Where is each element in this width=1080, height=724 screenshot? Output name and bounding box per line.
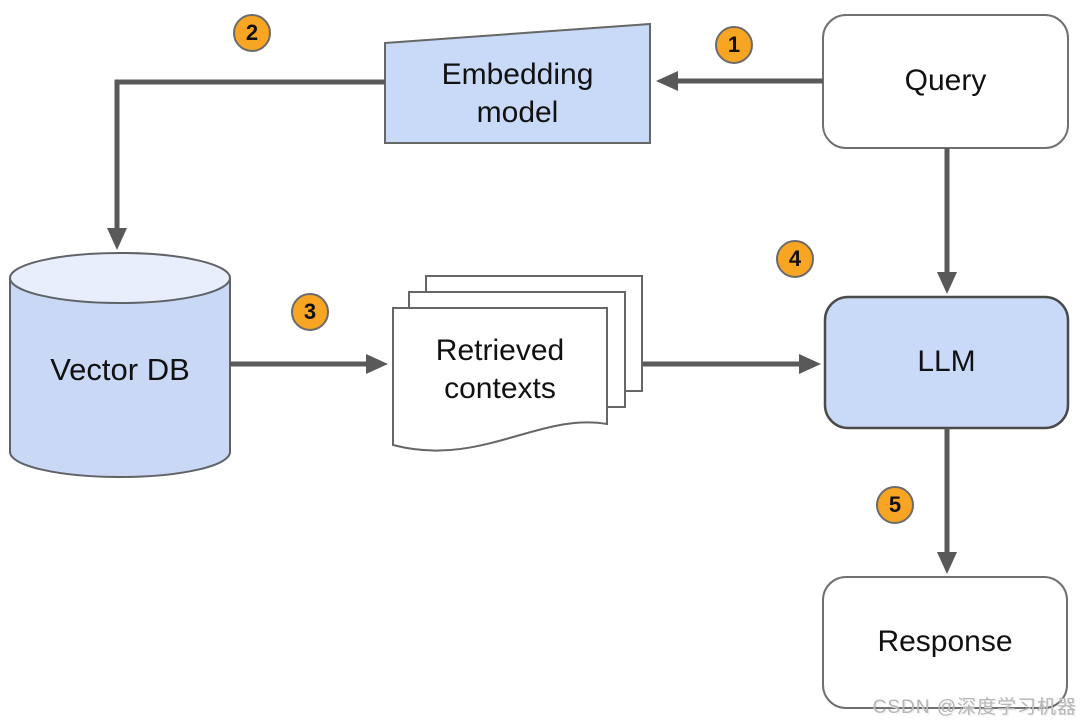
- document-front: [392, 307, 608, 452]
- retrieved-contexts-shape: [392, 275, 643, 452]
- query-shape: [822, 14, 1069, 149]
- arrow-embedding-to-vectordb: [107, 79, 385, 250]
- step-badge-1: 1: [715, 26, 753, 64]
- embedding-model-shape: [384, 22, 651, 144]
- llm-shape: [823, 295, 1070, 430]
- step-badge-4: 4: [776, 240, 814, 278]
- step-badge-3: 3: [291, 293, 329, 331]
- csdn-watermark: CSDN @深度学习机器: [872, 697, 1077, 718]
- step-badge-2: 2: [233, 14, 271, 52]
- step-badge-5: 5: [876, 486, 914, 524]
- response-shape: [822, 576, 1068, 709]
- vector-db-shape: [9, 252, 231, 478]
